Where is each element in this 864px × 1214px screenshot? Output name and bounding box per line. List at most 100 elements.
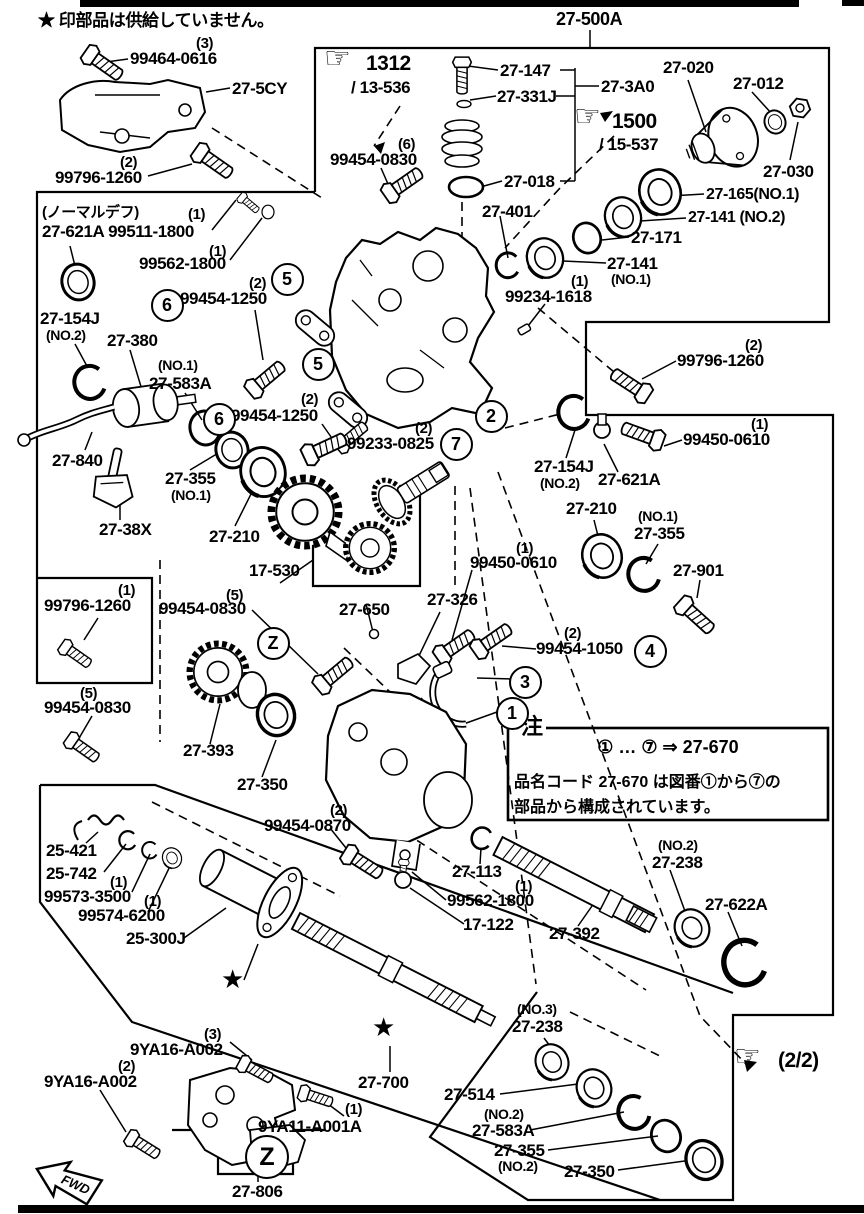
part-label: (1) [118,582,136,599]
part-label: (1) [751,416,769,433]
part-label: 27-171 [631,228,682,247]
part-label: 27-018 [504,172,555,191]
part-label: 27-622A [705,895,768,914]
part-label: 25-421 [46,841,97,860]
note-box-line1: ① … ⑦ ⇒ 27-670 [597,737,739,757]
part-label: (NO.2) [658,837,698,853]
supply-note: ★ 印部品は供給していません。 [38,11,274,30]
part-label: 27-331J [497,87,557,106]
part-label: 27-901 [673,561,724,580]
part-label: (NO.1) [611,271,651,287]
part-label: (NO.1) [158,357,198,373]
part-label: 27-210 [566,499,617,518]
part-transfer-case-lower-housing [324,688,495,889]
dashed-lines [151,105,747,1065]
part-label: 27-012 [733,74,784,93]
part-label: 17-530 [249,561,300,580]
part-label: (2) [745,337,763,354]
part-label: 27-165(NO.1) [706,186,800,203]
page-ref-1-number: 1312 [366,52,411,75]
part-label: 27-154J [534,457,594,476]
part-label: 27-806 [232,1182,283,1201]
part-label: 27-350 [237,775,288,794]
dash-arrowheads [374,111,757,1072]
part-label: 27-5CY [232,79,288,98]
part-27-5cy-bracket [58,78,207,154]
page-ref-2-sub: / 15-537 [599,135,659,154]
hand-page-ref-icon: ☞ [574,100,601,133]
part-label: 99796-1260 [677,351,764,370]
callout-circle-Z: Z [256,626,290,660]
part-label: 27-700 [358,1073,409,1092]
part-label: 27-350 [564,1162,615,1181]
part-label: 99454-0870 [264,816,351,835]
part-label: (3) [204,1026,222,1043]
part-label: 27-210 [209,527,260,546]
part-diff-lock-group [17,190,373,509]
callout-circle-Z: Z [245,1135,289,1179]
part-label: 27-583A [149,374,212,393]
part-label: 27-355 [634,524,685,543]
part-label: 9YA11-A001A [258,1117,362,1136]
part-label: 27-147 [500,61,551,80]
part-label: 99454-0830 [330,150,417,169]
callout-circle-5: 5 [270,262,304,296]
part-output-bearing-train [494,94,813,336]
page-edge-bars [18,0,864,1213]
page-ref-1-sub: / 13-536 [351,78,411,97]
page-ref-3-number: (2/2) [778,1049,819,1072]
part-label: 27-3A0 [601,77,655,96]
part-label: (NO.2) [498,1158,538,1174]
part-label: 99233-0825 [347,434,434,453]
part-label: 99562-1800 [139,254,226,273]
part-label: 99450-0610 [683,430,770,449]
part-label: 99454-0830 [159,599,246,618]
part-label: 99796-1260 [44,596,131,615]
part-label: 27-621A 99511-1800 [42,222,194,241]
part-front-drive-gear-group [55,636,359,768]
part-label: 99562-1800 [447,891,534,910]
part-label: 27-355 [494,1141,545,1160]
part-rear-bearing-row [528,1037,730,1188]
part-label: 27-380 [107,331,158,350]
part-label: 27-326 [427,590,478,609]
part-label: (1) [209,243,227,260]
part-label: 27-621A [598,470,661,489]
callout-circle-6: 6 [150,288,184,322]
note-box-title: 注 [518,709,547,741]
part-label: (NO.1) [638,508,678,524]
part-label: 25-300J [126,929,186,948]
part-27-392-shaft-group [492,835,767,988]
part-label: 99450-0610 [470,553,557,572]
part-label: (5) [226,587,244,604]
part-label: 27-514 [444,1085,495,1104]
part-label: (NO.1) [171,487,211,503]
part-label: 27-030 [763,162,814,181]
note-box-line2: 品名コード 27-670 は図番①から⑦の [514,774,781,791]
part-27-806-bracket-group [121,1052,336,1171]
part-label: (NO.3) [517,1001,557,1017]
part-transfer-case-upper-housing [328,226,496,430]
part-label: 99234-1618 [505,287,592,306]
page-ref-2-number: 1500 [612,110,657,133]
parts-artwork: FWD [17,41,813,1206]
part-label: (NO.2) [46,327,86,343]
part-label: 9YA16-A002 [44,1072,137,1091]
part-gear-cluster-17-530 [271,461,450,640]
part-label: 99454-1250 [180,289,267,308]
part-label: 27-141 (NO.2) [688,209,786,226]
part-label: 27-154J [40,309,100,328]
part-label: (1) [345,1101,363,1118]
part-27-38x-lever [92,447,134,509]
part-speedo-gear-assembly [441,56,485,199]
callout-circle-4: 4 [633,634,667,668]
part-label: 27-113 [452,862,502,881]
hand-page-ref-icon: ☞ [734,1040,761,1073]
part-right-side-small [553,362,720,640]
note-box-line3: 部品から構成されています。 [514,799,720,816]
part-label: 27-840 [52,451,103,470]
part-label: 27-020 [663,58,714,77]
part-label: 27-355 [165,469,216,488]
